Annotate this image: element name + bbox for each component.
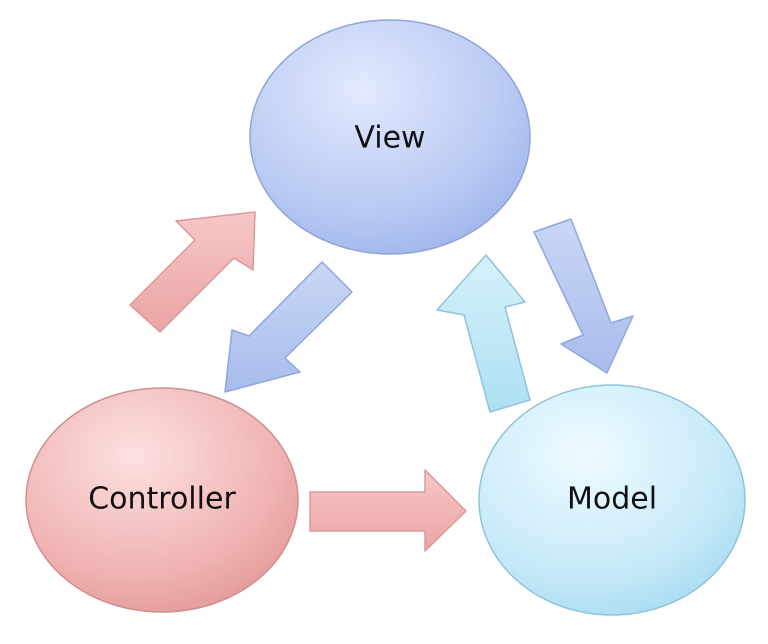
model-label: Model — [567, 482, 657, 517]
controller-to-view-arrow — [129, 211, 256, 333]
controller-label: Controller — [88, 482, 236, 517]
view-label: View — [354, 121, 425, 156]
model-to-view-arrow — [436, 254, 531, 413]
controller-node: Controller — [25, 387, 299, 613]
model-node: Model — [478, 384, 746, 616]
view-node: View — [249, 19, 531, 255]
view-to-model-arrow — [533, 218, 634, 374]
controller-to-model-arrow — [309, 469, 467, 552]
view-to-controller-arrow — [224, 261, 353, 393]
